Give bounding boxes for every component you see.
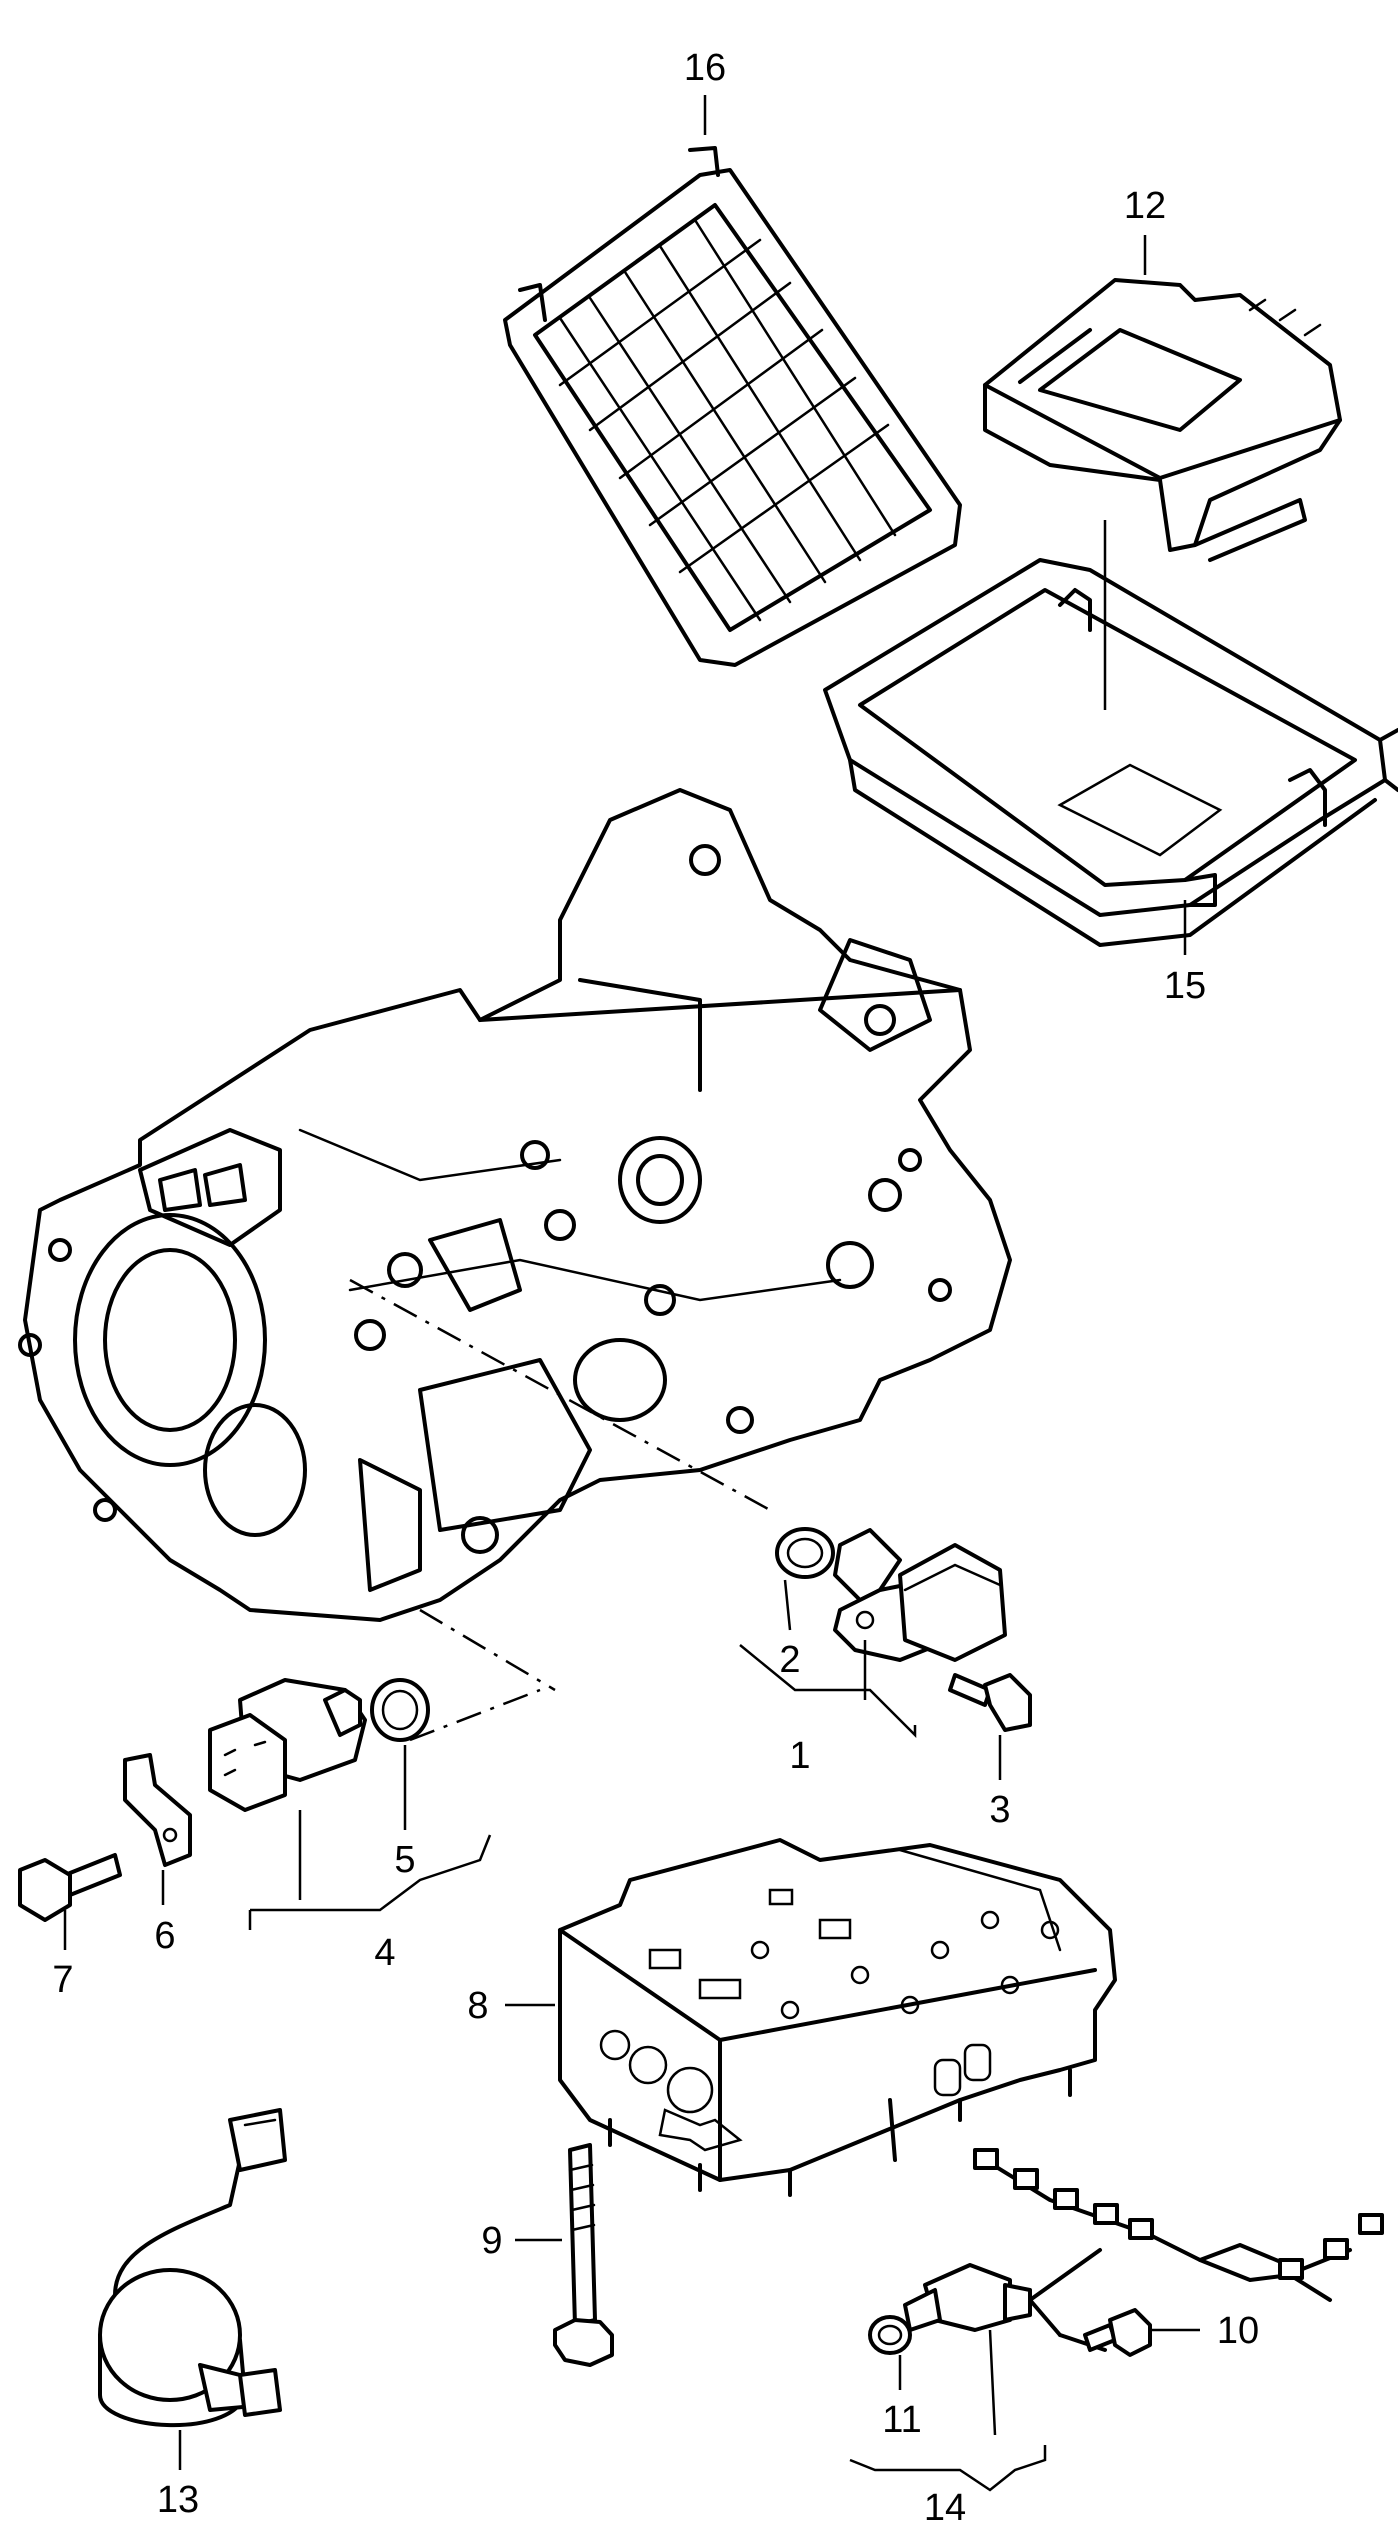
part-14-wiring-harness	[903, 2148, 1384, 2352]
callout-15: 15	[1164, 965, 1206, 1007]
assembly-axis-2	[419, 1608, 556, 1692]
bracket-14	[849, 2329, 1047, 2492]
transmission-housing	[18, 788, 1012, 1622]
part-3-bolt	[948, 1673, 1032, 1732]
callout-7: 7	[52, 1959, 73, 2001]
callout-11: 11	[882, 2399, 921, 2441]
callout-16: 16	[684, 47, 726, 89]
callout-5: 5	[394, 1839, 415, 1881]
callout-12: 12	[1124, 185, 1166, 227]
part-9-bolt	[553, 2143, 614, 2367]
assembly-axis-3	[409, 1688, 541, 1742]
part-16-cover-grille	[503, 146, 962, 667]
part-6-bracket	[123, 1753, 192, 1867]
part-5-seal-ring	[370, 1678, 430, 1742]
callout-4: 4	[374, 1932, 395, 1974]
bracket-4	[248, 1810, 492, 1930]
part-10-bolt	[1083, 2308, 1152, 2357]
part-8-valve-body	[558, 1838, 1117, 2197]
part-2-seal-ring	[775, 1527, 835, 1579]
callout-labels: 16 12 15 2 1 3 5 4 6 7 8 9 10 11 13 14	[52, 47, 1259, 2529]
callout-3: 3	[989, 1789, 1010, 1831]
callout-2: 2	[779, 1639, 800, 1681]
callout-14: 14	[924, 2487, 966, 2529]
part-13-solenoid	[98, 2108, 287, 2428]
callout-13: 13	[157, 2479, 199, 2521]
assembly-axis-1	[349, 1278, 771, 1512]
callout-6: 6	[154, 1915, 175, 1957]
part-1-speed-sensor	[833, 1528, 1007, 1662]
callout-9: 9	[481, 2220, 502, 2262]
bracket-1	[739, 1644, 917, 1739]
callout-10: 10	[1217, 2310, 1259, 2352]
callout-1: 1	[789, 1735, 810, 1777]
part-15-housing-tray	[823, 558, 1398, 947]
part-7-bolt	[18, 1853, 122, 1922]
part-12-control-unit	[983, 278, 1342, 562]
callout-8: 8	[467, 1985, 488, 2027]
leader-2	[783, 1579, 792, 1631]
part-4-sensor	[208, 1678, 367, 1812]
part-11-seal-ring	[868, 2315, 912, 2355]
